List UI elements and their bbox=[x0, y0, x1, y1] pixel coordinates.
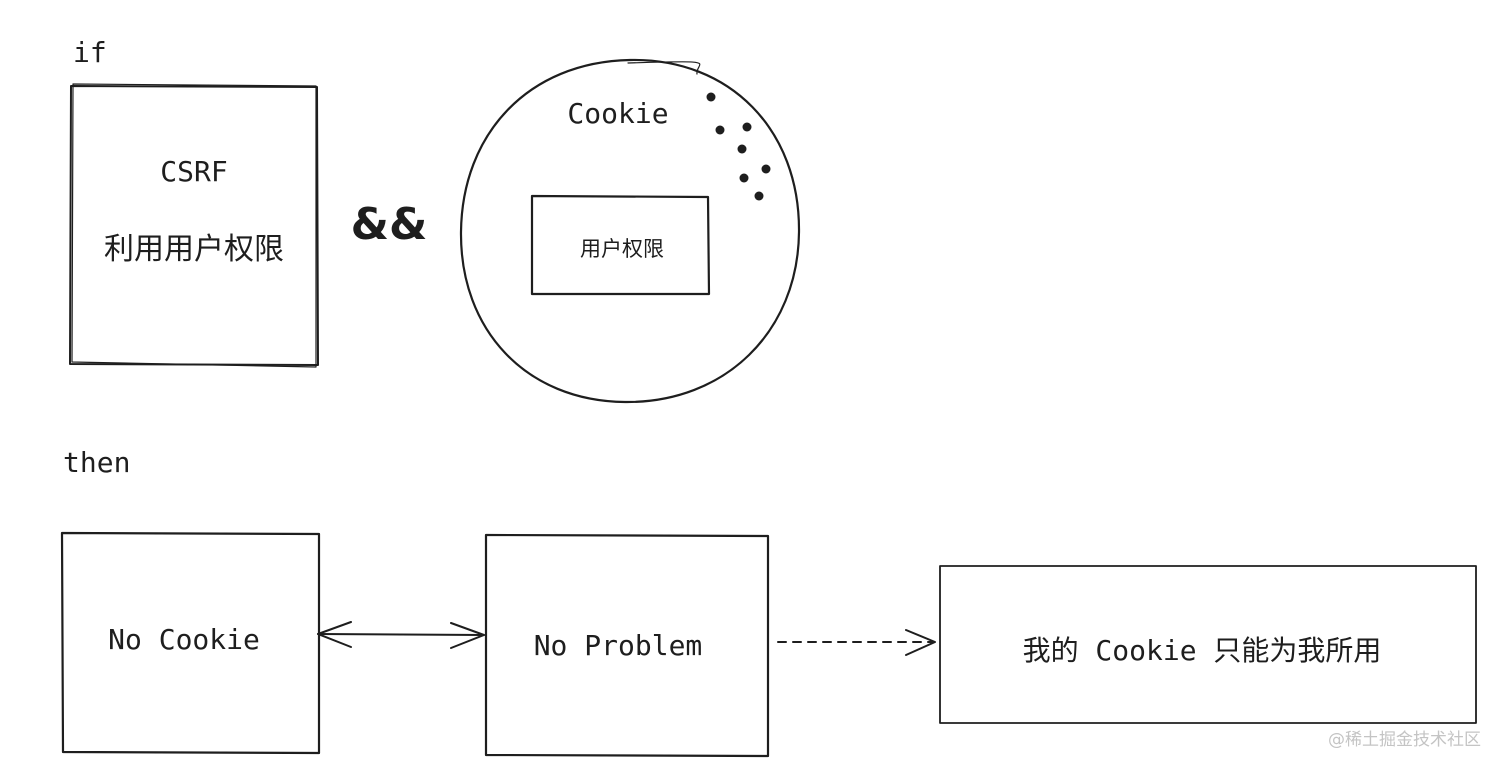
cookie-crumbs bbox=[706, 92, 771, 201]
csrf-box bbox=[69, 83, 319, 368]
cookie-title: Cookie bbox=[567, 97, 668, 130]
no-cookie-label: No Cookie bbox=[108, 623, 260, 656]
permission-label: 用户权限 bbox=[580, 237, 664, 261]
no-problem-label: No Problem bbox=[534, 629, 703, 662]
watermark: @稀土掘金技术社区 bbox=[1328, 730, 1481, 750]
result-box bbox=[939, 565, 1477, 724]
dashed-arrow bbox=[777, 629, 936, 656]
double-arrow bbox=[317, 621, 485, 649]
no-problem-box bbox=[484, 533, 770, 758]
csrf-title: CSRF bbox=[160, 155, 227, 188]
if-label: if bbox=[73, 36, 107, 69]
cookie-circle bbox=[459, 58, 801, 404]
result-label: 我的 Cookie 只能为我所用 bbox=[1023, 634, 1382, 667]
then-label: then bbox=[63, 446, 130, 479]
csrf-subtitle: 利用用户权限 bbox=[104, 232, 284, 267]
no-cookie-box bbox=[60, 531, 321, 755]
and-operator: && bbox=[351, 199, 428, 250]
permission-box bbox=[530, 194, 711, 296]
